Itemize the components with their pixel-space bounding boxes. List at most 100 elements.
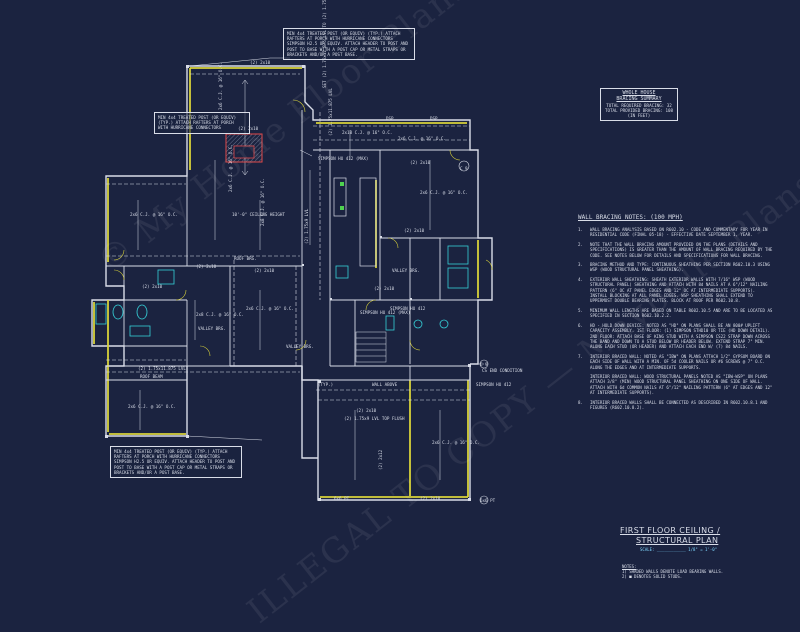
plan-title-line-1: FIRST FLOOR CEILING /: [620, 526, 721, 535]
plan-label-ceil: 10'-0" CEILING HEIGHT: [232, 212, 285, 217]
plan-label-lvl-c: (2) 1.75x11.875 LVL: [138, 366, 186, 371]
note-text: HD - HOLD DOWN DEVICE: NOTED AS "HD" ON …: [590, 322, 770, 350]
left-post-note-top: MIN 4x4 TREATED POST (OR EQUIV) (TYP.) A…: [154, 112, 250, 134]
plan-label-cj-i: 2x6 C.J. @ 16" O.C.: [246, 306, 294, 311]
plan-label-dsp1: DSP: [386, 116, 394, 121]
note-number: 5.: [578, 307, 583, 313]
load-bearing-walls: [93, 67, 479, 498]
plan-label-cj-a: 2x10 C.J. @ 16" O.C.: [342, 130, 393, 135]
fireplace: [225, 133, 263, 163]
plan-title-block: FIRST FLOOR CEILING / STRUCTURAL PLAN SC…: [620, 526, 770, 552]
plan-label-two10-d: (2) 2x10: [254, 268, 275, 273]
plan-label-roof-beam: ROOF BEAM: [140, 374, 163, 379]
floor-plan-drawing: [91, 57, 493, 505]
plan-label-post-a: 6x6 PT: [480, 498, 496, 503]
plan-label-two10-g: (2) 2x10: [374, 286, 395, 291]
stair: [355, 331, 387, 363]
note-text: MINIMUM WALL LENGTHS ARE BASED ON TABLE …: [590, 307, 773, 319]
legend-line-1: 1) SHADED WALLS DENOTE LOAD BEARING WALL…: [622, 569, 724, 574]
note-number: 6.: [578, 322, 583, 328]
bath-fixtures: [95, 245, 469, 337]
plan-label-cj-b: 2x6 C.J. @ 16" O.C.: [398, 136, 446, 141]
plan-label-two10-c: (2) 2x10: [404, 228, 425, 233]
note-item: 6. HD - HOLD DOWN DEVICE: NOTED AS "HD" O…: [578, 323, 774, 350]
plan-label-cj-d: 2x8 C.J. @ 16" O.C.: [260, 178, 265, 226]
note-text: WALL BRACING ANALYSIS BASED ON R602.10 -…: [590, 227, 768, 238]
plan-label-porch-a: (2) 2x10: [356, 408, 377, 413]
plan-label-dsp2: DSP: [430, 116, 438, 121]
note-text: BRACING METHOD AND TYPE: CONTINUOUS SHEA…: [590, 262, 770, 273]
note-number: 1.: [578, 227, 583, 232]
plan-title-line-2: STRUCTURAL PLAN: [636, 536, 719, 545]
summary-required: TOTAL REQUIRED BRACING: 32: [606, 102, 672, 108]
plan-label-typ: (TYP.): [318, 382, 334, 387]
plan-label-simpson-d: SIMPSON HU 412: [476, 382, 512, 387]
note-item: 1. WALL BRACING ANALYSIS BASED ON R602.10…: [578, 227, 774, 238]
plan-label-cj-c: 2x6 C.J. @ 16" O.C.: [228, 144, 233, 192]
interior-walls: [106, 110, 478, 381]
plan-label-wall-above: WALL ABOVE: [372, 382, 398, 387]
note-text: EXTERIOR WALL SHEATHING: SHEATH EXTERIOR…: [590, 276, 768, 304]
summary-title-1: WHOLE HOUSE: [622, 90, 656, 96]
plan-label-lvl-a: SET (2) 1.75x11.875 LVL TO (2) 1.75x9 LV…: [322, 0, 327, 88]
plan-label-cj-g: 2x6 C.J. @ 16" O.C.: [128, 404, 176, 409]
plan-label-porch-c: (2) 2x10: [420, 496, 441, 501]
plan-label-simpson-b: SIMPSON HU 412: [390, 306, 426, 311]
note-item: 7. INTERIOR BRACED WALL: NOTED AS "IBW" O…: [578, 354, 774, 370]
plan-label-valley-a: VALLEY BRG.: [392, 268, 420, 273]
summary-title-2: BRACING SUMMARY: [616, 96, 662, 103]
plan-label-two10-e: (2) 2x10: [196, 264, 217, 269]
wall-bracing-notes: WALL BRACING NOTES: (100 MPH) 1. WALL BRA…: [578, 214, 774, 414]
plan-label-two10-f: (2) 2x10: [142, 284, 163, 289]
plan-label-roof-brg: ROOF BRG.: [234, 256, 257, 261]
plan-label-cj-e: 2x6 C.J. @ 16" O.C.: [420, 190, 468, 195]
plan-label-simpson-c: SIMPSON HU 412 (MAX): [360, 310, 411, 315]
plan-label-two10-b: (2) 2x10: [410, 160, 431, 165]
kitchen-counters: [333, 177, 377, 267]
note-number: 4.: [578, 276, 583, 282]
plan-label-cj-j: 2x6 C.J. @ 16" O.C.: [432, 440, 480, 445]
grid-bubbles: [458, 160, 489, 505]
plan-label-cj-h: 2x8 C.J. @ 16" O.C.: [196, 312, 244, 317]
plan-label-joist-top2: 2x6 C.J. @ 16" O.C.: [218, 62, 223, 110]
legend-notes: NOTES: 1) SHADED WALLS DENOTE LOAD BEARI…: [622, 564, 723, 579]
note-item: 2.NOTE THAT THE WALL BRACING AMOUNT PROV…: [578, 242, 774, 258]
notes-title: WALL BRACING NOTES: (100 MPH): [578, 214, 683, 221]
posts: [105, 65, 471, 501]
plan-label-circ-a: C 9: [460, 166, 468, 171]
summary-units: (IN FEET): [627, 112, 651, 118]
plan-label-lvl-b: (2) 1.75x11.875 LVL: [328, 88, 333, 136]
note-number: [578, 374, 590, 396]
plan-scale: SCALE: ____________ 1/8" = 1'-0": [640, 547, 718, 552]
note-item: 4. EXTERIOR WALL SHEATHING: SHEATH EXTERI…: [578, 277, 774, 304]
note-item: 5. MINIMUM WALL LENGTHS ARE BASED ON TABL…: [578, 308, 774, 319]
note-text: INTERIOR BRACED WALL: WOOD STRUCTURAL PA…: [590, 373, 773, 396]
bracing-summary-box: WHOLE HOUSE BRACING SUMMARY TOTAL REQUIR…: [600, 88, 678, 121]
plan-label-joist-top: (2) 2x10: [250, 60, 271, 65]
plan-label-simpson-a: SIMPSON HU 412 (MAX): [318, 156, 369, 161]
plan-label-porch-b: (2) 2x12: [378, 449, 383, 470]
plan-label-valley-c: VALLEY BRG.: [286, 344, 314, 349]
note-item: 3. BRACING METHOD AND TYPE: CONTINUOUS SH…: [578, 262, 774, 273]
door-swings: [113, 99, 493, 357]
plan-label-lvl-d: (2) 1.75x9 LVL: [304, 208, 309, 244]
plan-label-circ-b: C 9: [480, 362, 488, 367]
note-text: INTERIOR BRACED WALLS SHALL BE CONNECTED…: [590, 399, 768, 410]
beam-lines: [106, 73, 470, 401]
left-post-note-bottom: MIN 4x4 TREATED POST (OR EQUIV) (TYP.) A…: [110, 446, 242, 479]
legend-head: NOTES:: [622, 564, 637, 569]
note-text: INTERIOR BRACED WALL: NOTED AS "IBW" ON …: [590, 353, 770, 370]
note-number: 8.: [578, 399, 583, 405]
plan-label-valley-b: VALLEY BRG.: [198, 326, 226, 331]
note-item: INTERIOR BRACED WALL: WOOD STRUCTURAL PA…: [578, 374, 774, 396]
legend-line-2: 2) ■ DENOTES SOLID STUDS.: [622, 574, 683, 579]
note-number: 7.: [578, 353, 583, 359]
plan-label-post-b: 6x6 PT: [334, 496, 350, 501]
note-item: 8. INTERIOR BRACED WALLS SHALL BE CONNECT…: [578, 400, 774, 411]
note-number: 3.: [578, 262, 583, 268]
plan-label-cj-f: 2x6 C.J. @ 16" O.C.: [130, 212, 178, 217]
note-text: NOTE THAT THE WALL BRACING AMOUNT PROVID…: [590, 241, 773, 258]
plan-label-two10-a: (2) 2x10: [238, 126, 259, 131]
notes-list: 1. WALL BRACING ANALYSIS BASED ON R602.10…: [578, 227, 774, 410]
summary-provided: TOTAL PROVIDED BRACING: 108: [604, 107, 674, 113]
